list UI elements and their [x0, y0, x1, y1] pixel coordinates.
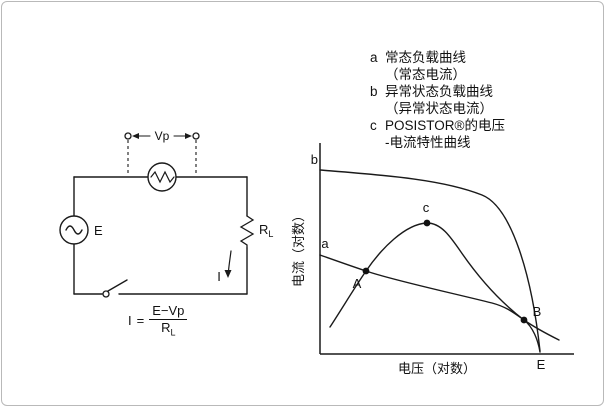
legend-text-a: 常态负载曲线: [385, 50, 466, 65]
formula-numerator: E−Vp: [149, 303, 188, 320]
curve-a: [319, 254, 560, 341]
y-axis-label: 电流（对数）: [291, 209, 306, 287]
switch-lever: [107, 279, 128, 292]
rl-label: RL: [259, 222, 273, 239]
circuit-diagram: E RL I Vp: [59, 129, 273, 298]
x-axis-label: 电压（对数）: [398, 361, 476, 376]
current-label: I: [217, 269, 221, 284]
vi-graph: b a c A B E 电压（对数） 电流（对数）: [291, 143, 574, 376]
point-c-dot: [423, 219, 431, 227]
curve-c-label: c: [423, 200, 430, 215]
vp-terminal-right-icon: [192, 132, 200, 140]
formula-lhs: I: [128, 312, 132, 328]
point-A-dot: [362, 267, 370, 275]
vp-arrow-left-icon: [132, 133, 139, 139]
formula-denominator: RL: [161, 320, 176, 338]
legend-subtext-a: （常态电流）: [385, 67, 466, 82]
legend-text-b: 异常状态负载曲线: [385, 84, 493, 99]
current-arrowhead-icon: [224, 270, 232, 278]
curve-a-label: a: [321, 236, 329, 251]
curve-c: [329, 222, 541, 353]
current-arrow: [227, 250, 232, 272]
formula-equals: =: [136, 312, 145, 328]
legend-item-b: b 异常状态负载曲线: [370, 83, 505, 100]
legend-subtext-c: -电流特性曲线: [385, 135, 471, 150]
curve-b-label: b: [311, 152, 318, 167]
legend-key-b: b: [370, 84, 378, 99]
source-label: E: [94, 223, 103, 238]
legend-item-a: a 常态负载曲线: [370, 49, 505, 66]
posistor-zigzag-icon: [150, 170, 175, 184]
vp-terminal-left-icon: [124, 132, 132, 140]
vp-label: Vp: [155, 129, 170, 143]
formula-fraction: E−Vp RL: [149, 303, 188, 338]
current-formula: I = E−Vp RL: [128, 303, 188, 338]
legend-key-a: a: [370, 50, 378, 65]
resistor-rl-icon: [239, 215, 255, 249]
point-B-label: B: [533, 304, 542, 319]
sine-wave-icon: [65, 225, 83, 235]
legend-item-c: c POSISTOR®的电压: [370, 117, 505, 134]
e-voltage-label: E: [537, 357, 546, 372]
legend-key-c: c: [370, 118, 377, 133]
vp-arrow-right-icon: [185, 133, 192, 139]
curve-b: [319, 169, 541, 352]
point-B-dot: [520, 316, 528, 324]
switch-contact-icon: [102, 290, 110, 298]
point-A-label: A: [353, 276, 362, 291]
legend-subtext-b: （异常状态电流）: [385, 101, 493, 116]
legend-text-c: POSISTOR®的电压: [385, 118, 505, 133]
curve-legend: a 常态负载曲线 （常态电流） b 异常状态负载曲线 （异常状态电流） c POSIS…: [370, 49, 505, 151]
